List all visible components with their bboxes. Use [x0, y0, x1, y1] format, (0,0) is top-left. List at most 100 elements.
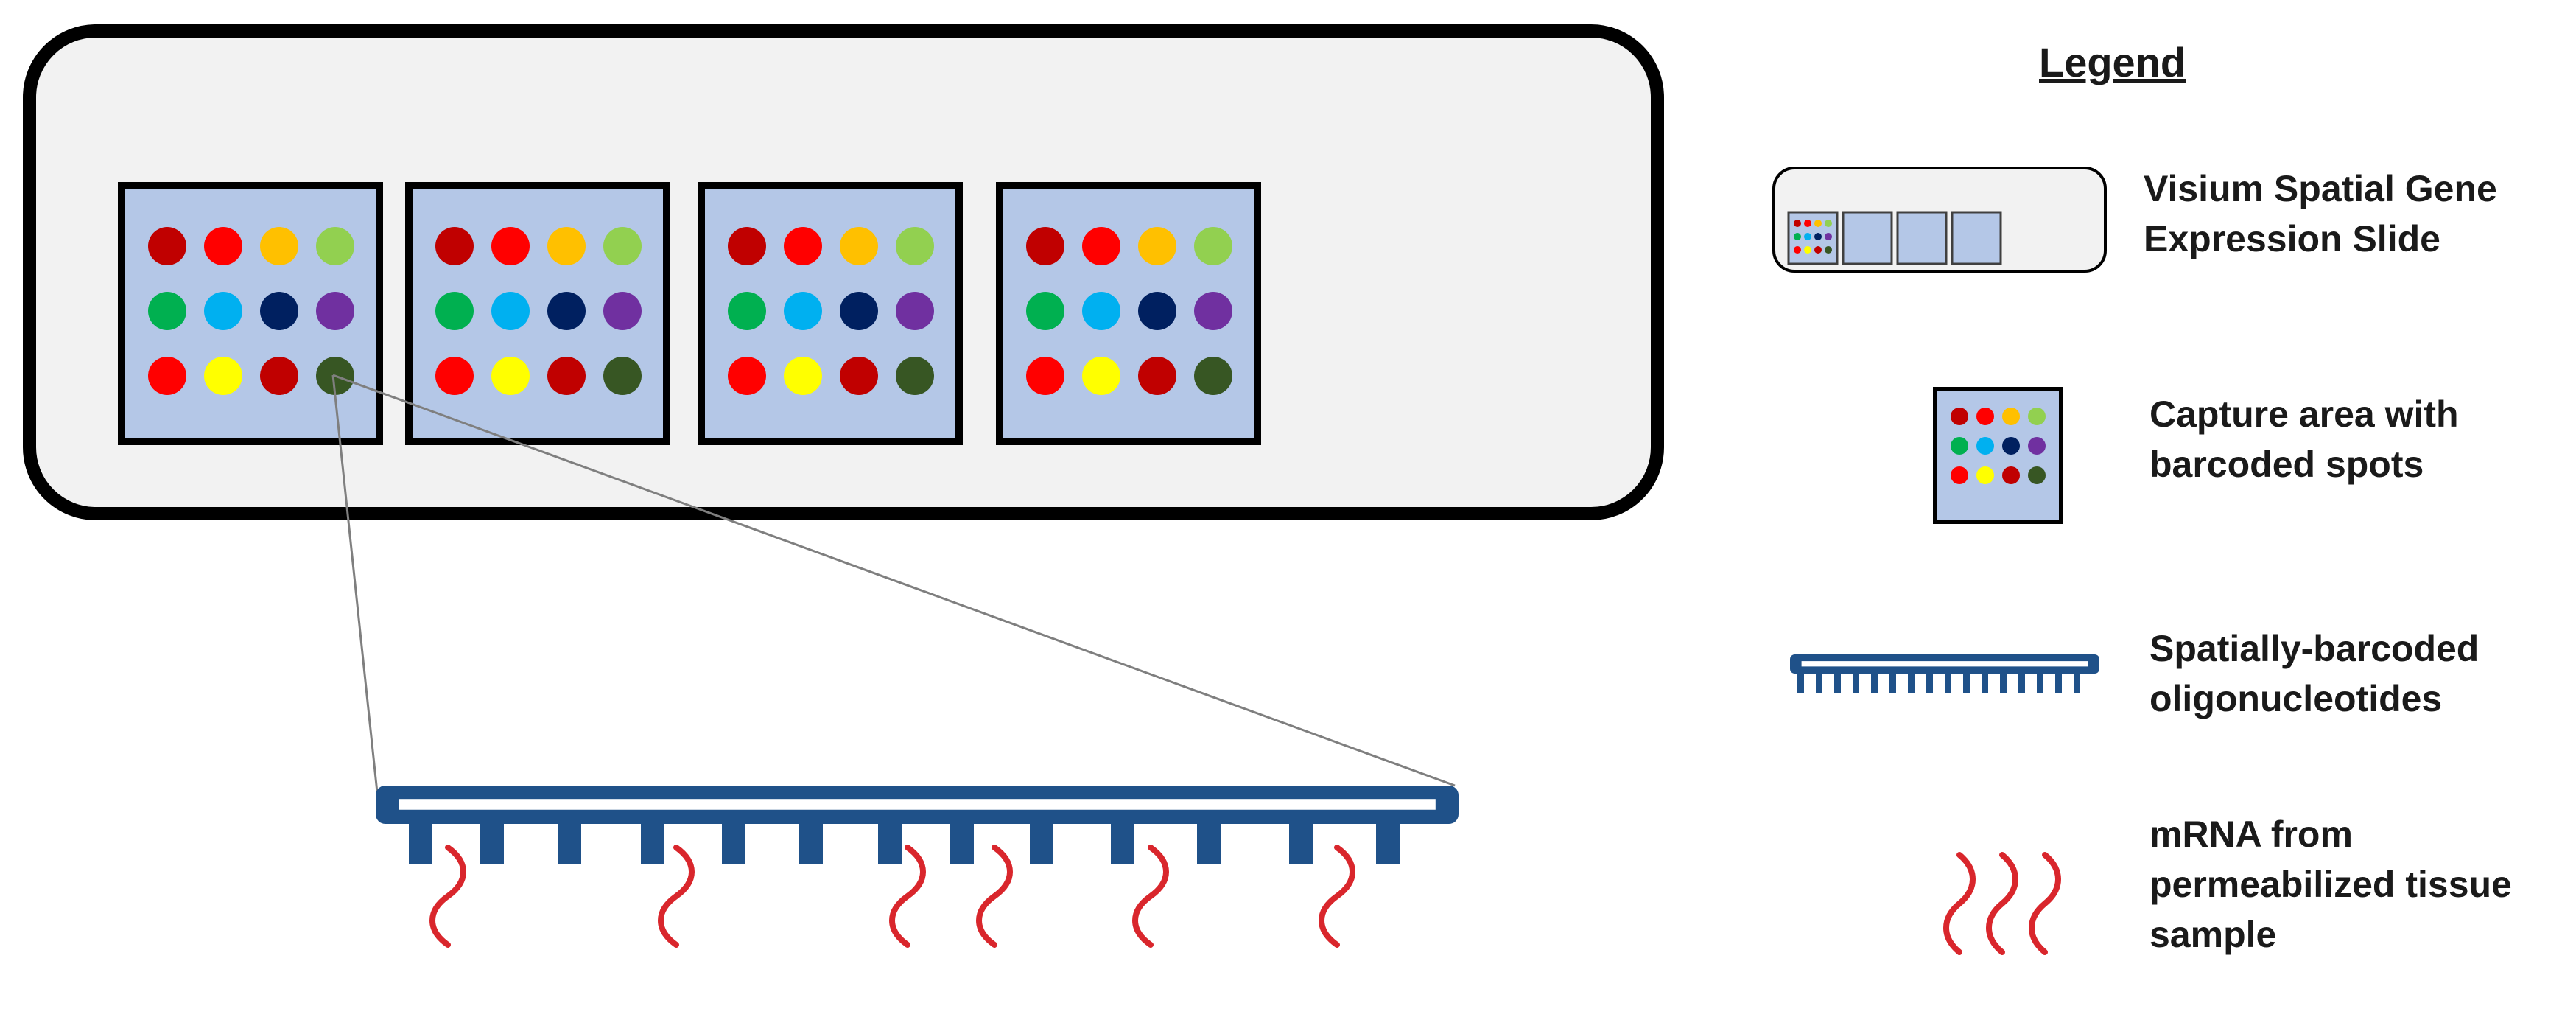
oligo-backbone-highlight: [399, 799, 1436, 810]
barcoded-spot: [1825, 220, 1832, 227]
barcoded-spot: [491, 227, 530, 265]
barcoded-spot: [2028, 437, 2046, 455]
oligo-tooth: [2037, 672, 2043, 693]
legend-label-oligonucleotides: Spatially-barcoded oligonucleotides: [2149, 623, 2479, 724]
oligo-tooth: [878, 822, 902, 864]
legend-label-line: oligonucleotides: [2149, 678, 2443, 719]
oligo-tooth: [1797, 672, 1804, 693]
barcoded-spot: [316, 292, 354, 330]
barcoded-spot: [1804, 233, 1811, 240]
barcoded-spot: [896, 292, 934, 330]
barcoded-spot: [840, 357, 878, 395]
legend-capture-area-icon: [1933, 387, 2063, 524]
barcoded-spot: [1976, 466, 1994, 484]
oligo-tooth: [1816, 672, 1822, 693]
mrna-strand: [1986, 852, 2018, 955]
legend-label-line: Capture area with: [2149, 394, 2459, 435]
mrna-strand: [1943, 852, 1976, 955]
barcoded-spot: [896, 227, 934, 265]
barcoded-spot: [1138, 292, 1176, 330]
barcoded-spot: [148, 357, 186, 395]
barcoded-spot: [491, 357, 530, 395]
oligo-backbone-highlight: [1801, 661, 2088, 667]
oligo-tooth: [1030, 822, 1053, 864]
oligo-tooth: [1926, 672, 1933, 693]
barcoded-spot: [204, 227, 242, 265]
mrna-strand: [1319, 845, 1355, 948]
barcoded-spot: [1194, 227, 1232, 265]
barcoded-spot: [1794, 246, 1801, 254]
barcoded-spot: [603, 292, 642, 330]
barcoded-spot: [1814, 220, 1822, 227]
barcoded-spot: [1804, 220, 1811, 227]
barcoded-spot: [1138, 227, 1176, 265]
barcoded-spot: [491, 292, 530, 330]
mrna-strands: [429, 845, 1355, 948]
oligonucleotide-comb: [376, 786, 1459, 864]
oligo-tooth: [1945, 672, 1951, 693]
oligo-tooth: [1853, 672, 1859, 693]
oligo-tooth: [409, 822, 432, 864]
barcoded-spot: [1825, 233, 1832, 240]
oligo-tooth: [558, 822, 581, 864]
barcoded-spot: [840, 292, 878, 330]
mrna-strand: [429, 845, 466, 948]
oligo-tooth: [722, 822, 745, 864]
barcoded-spot: [1026, 292, 1064, 330]
legend-label-line: Spatially-barcoded: [2149, 628, 2480, 669]
legend-label-line: barcoded spots: [2149, 444, 2424, 485]
barcoded-spot: [728, 292, 766, 330]
barcoded-spot: [547, 227, 586, 265]
capture-area-group: [118, 182, 1261, 445]
barcoded-spot: [1804, 246, 1811, 254]
barcoded-spot: [1814, 246, 1822, 254]
oligo-tooth: [1834, 672, 1841, 693]
mrna-strand: [2029, 852, 2061, 955]
oligo-tooth: [480, 822, 504, 864]
barcoded-spot: [435, 227, 474, 265]
mrna-strand: [658, 845, 695, 948]
barcoded-spot: [784, 357, 822, 395]
legend-label-line: mRNA from: [2149, 814, 2353, 855]
barcoded-spot: [896, 357, 934, 395]
barcoded-spot: [260, 357, 298, 395]
barcoded-spot: [1082, 227, 1120, 265]
barcoded-spot: [2002, 466, 2020, 484]
zoom-line-left: [331, 374, 379, 793]
oligo-tooth: [1289, 822, 1313, 864]
legend-slide-icon: [1772, 167, 2107, 273]
barcoded-spot: [1026, 357, 1064, 395]
legend-label-line: Expression Slide: [2144, 218, 2440, 259]
barcoded-spot: [603, 227, 642, 265]
legend-title: Legend: [2039, 39, 2186, 85]
oligo-tooth: [950, 822, 974, 864]
mrna-strand: [976, 845, 1013, 948]
oligo-tooth: [1871, 672, 1878, 693]
barcoded-spot: [148, 227, 186, 265]
barcoded-spot: [840, 227, 878, 265]
oligo-tooth: [1197, 822, 1221, 864]
barcoded-spot: [1194, 357, 1232, 395]
barcoded-spot: [1082, 357, 1120, 395]
oligo-tooth: [641, 822, 664, 864]
legend-label-capture-area: Capture area with barcoded spots: [2149, 389, 2459, 489]
barcoded-spot: [2002, 408, 2020, 425]
legend-label-mrna: mRNA from permeabilized tissue sample: [2149, 809, 2512, 960]
mrna-strand: [1132, 845, 1169, 948]
zoom-line-right: [332, 374, 1456, 787]
barcoded-spot: [2028, 466, 2046, 484]
barcoded-spot: [2002, 437, 2020, 455]
barcoded-spot: [1814, 233, 1822, 240]
barcoded-spot: [204, 357, 242, 395]
legend-label-line: Visium Spatial Gene: [2144, 168, 2497, 209]
barcoded-spot: [1951, 408, 1968, 425]
legend-label-line: sample: [2149, 914, 2277, 955]
barcoded-spot: [784, 227, 822, 265]
oligo-tooth: [1889, 672, 1896, 693]
barcoded-spot: [1976, 437, 1994, 455]
oligo-tooth: [2000, 672, 2007, 693]
barcoded-spot: [1951, 466, 1968, 484]
oligo-tooth: [1963, 672, 1970, 693]
barcoded-spot: [1976, 408, 1994, 425]
